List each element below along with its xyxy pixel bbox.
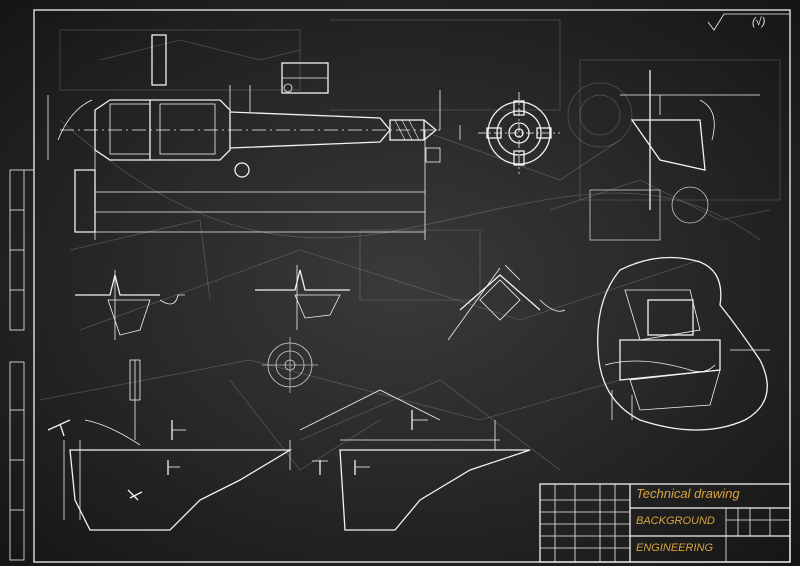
cutter-profile-middle [299, 389, 531, 531]
title-block-technical-drawing: Technical drawing [636, 486, 740, 501]
section-detail [597, 256, 770, 431]
cutter-profile-left [47, 359, 293, 531]
background-ghost-lines [39, 19, 781, 471]
profile-details [75, 264, 566, 341]
title-block-background: BACKGROUND [636, 515, 715, 527]
tool-assembly-view [47, 34, 461, 240]
small-chuck-view [262, 337, 318, 393]
sheet-frame [9, 9, 791, 563]
roughness-label: (√) [752, 16, 766, 28]
roughness-symbol [707, 13, 790, 31]
title-block [539, 483, 791, 563]
right-top-detail [589, 70, 760, 241]
title-block-engineering: ENGINEERING [636, 542, 714, 554]
chuck-end-view [478, 92, 560, 174]
